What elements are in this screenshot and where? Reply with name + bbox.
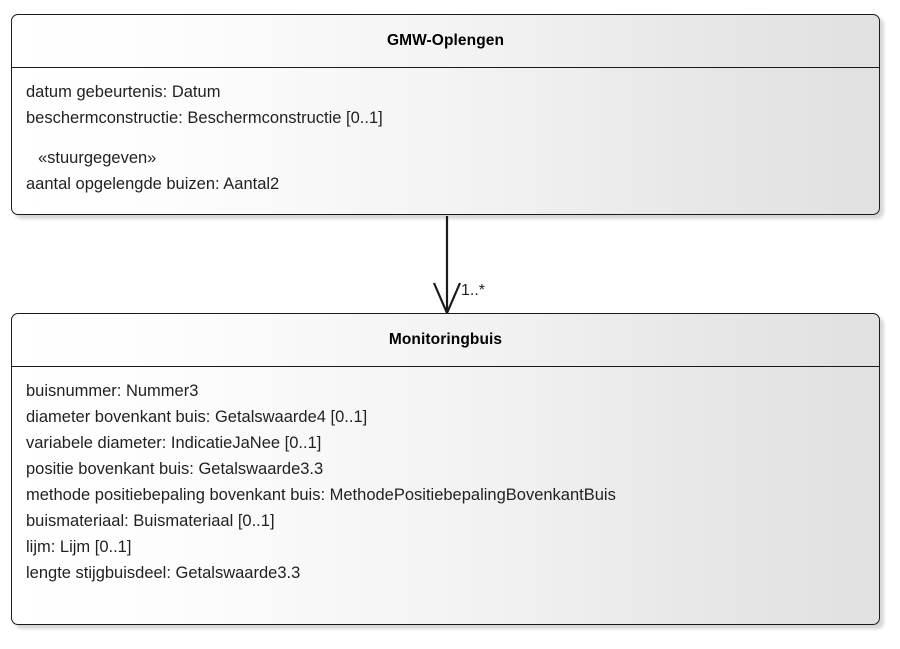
uml-attribute: lengte stijgbuisdeel: Getalswaarde3.3	[26, 564, 301, 582]
uml-attribute: positie bovenkant buis: Getalswaarde3.3	[26, 460, 324, 478]
uml-attribute: aantal opgelengde buizen: Aantal2	[26, 175, 280, 193]
uml-attribute: methode positiebepaling bovenkant buis: …	[26, 486, 616, 504]
uml-attribute: variabele diameter: IndicatieJaNee [0..1…	[26, 434, 322, 452]
uml-attribute-compartment: buisnummer: Nummer3 diameter bovenkant b…	[12, 367, 879, 596]
uml-attribute: buismateriaal: Buismateriaal [0..1]	[26, 512, 275, 530]
uml-class-gmw-oplengen[interactable]: GMW-Oplengen datum gebeurtenis: Datum be…	[11, 14, 880, 215]
uml-attribute-compartment: datum gebeurtenis: Datum beschermconstru…	[12, 68, 879, 207]
uml-attribute: beschermconstructie: Beschermconstructie…	[26, 109, 383, 127]
uml-attribute: datum gebeurtenis: Datum	[26, 83, 221, 101]
uml-class-header: GMW-Oplengen	[12, 15, 879, 68]
uml-attribute: buisnummer: Nummer3	[26, 382, 199, 400]
uml-attribute: lijm: Lijm [0..1]	[26, 538, 132, 556]
uml-class-monitoringbuis[interactable]: Monitoringbuis buisnummer: Nummer3 diame…	[11, 313, 880, 625]
uml-attribute: diameter bovenkant buis: Getalswaarde4 […	[26, 408, 368, 426]
uml-class-title: GMW-Oplengen	[386, 32, 505, 50]
multiplicity-label: 1..*	[461, 282, 486, 299]
uml-class-title: Monitoringbuis	[388, 331, 503, 349]
open-arrow-head	[432, 282, 462, 316]
uml-stereotype-label: «stuurgegeven»	[38, 149, 157, 167]
uml-class-header: Monitoringbuis	[12, 314, 879, 367]
